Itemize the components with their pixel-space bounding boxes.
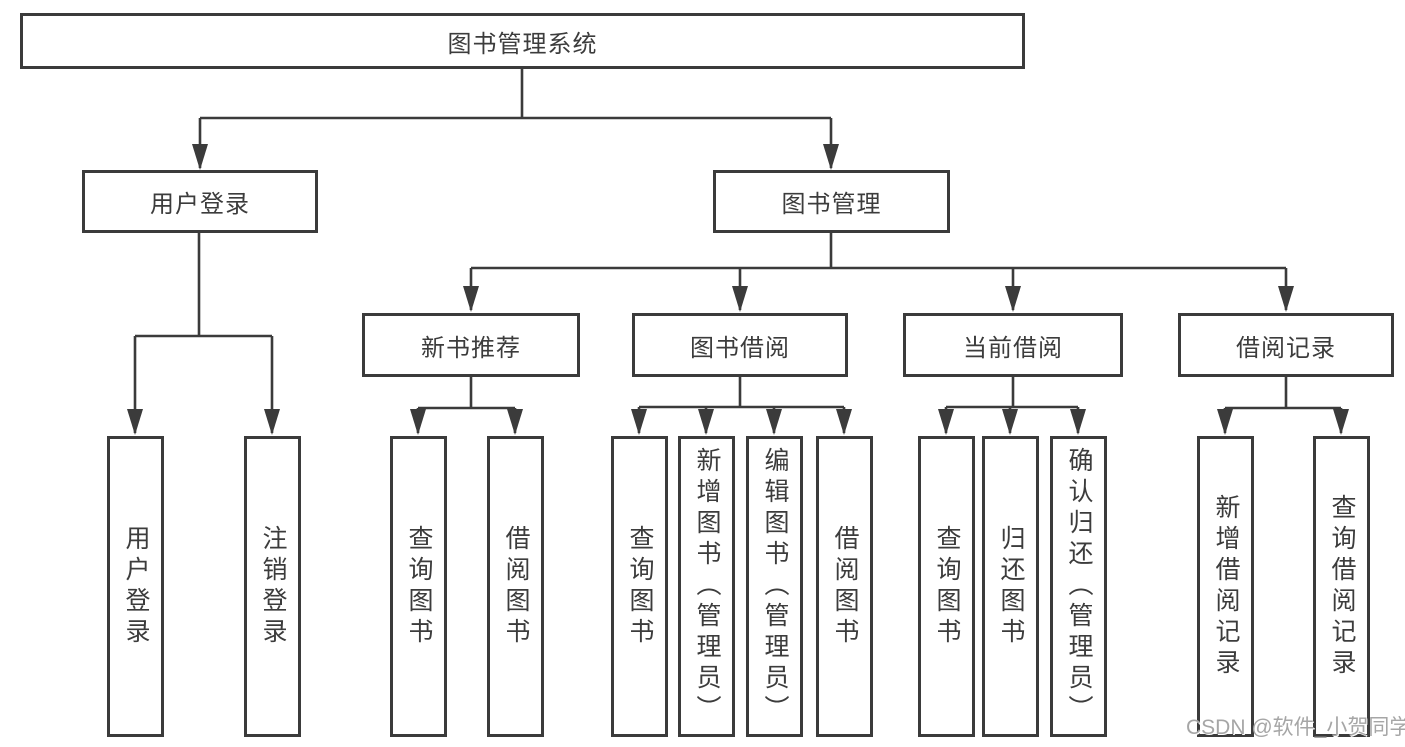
leaf-label: 确认归还（管理员）: [1065, 447, 1093, 726]
node-book-borrowing: 图书借阅: [632, 313, 848, 377]
leaf-label: 查询借阅记录: [1328, 493, 1356, 680]
node-label: 用户登录: [150, 191, 250, 218]
leaf-label: 注销登录: [259, 524, 287, 649]
leaf-label: 借阅图书: [831, 524, 859, 649]
leaf-query-borrow-record: 查询借阅记录: [1313, 436, 1370, 737]
node-label: 新书推荐: [421, 334, 521, 362]
node-label: 图书管理: [781, 191, 882, 218]
csdn-watermark: CSDN @软件_小贺同学: [1186, 716, 1405, 739]
leaf-borrow-books-recommend: 借阅图书: [487, 436, 544, 737]
node-current-borrowing: 当前借阅: [903, 313, 1123, 377]
arrowhead-icons: [127, 144, 1349, 435]
leaf-label: 归还图书: [997, 524, 1025, 649]
leaf-query-books-borrowing: 查询图书: [611, 436, 668, 737]
leaf-label: 借阅图书: [502, 524, 530, 649]
node-borrowing-records: 借阅记录: [1178, 313, 1394, 377]
leaf-label: 查询图书: [626, 524, 654, 649]
leaf-query-books-recommend: 查询图书: [390, 436, 447, 737]
leaf-edit-books-admin: 编辑图书（管理员）: [746, 436, 803, 737]
leaf-label: 用户登录: [122, 524, 150, 649]
node-library-management-system: 图书管理系统: [20, 13, 1025, 69]
leaf-borrow-books: 借阅图书: [816, 436, 873, 737]
leaf-add-books-admin: 新增图书（管理员）: [678, 436, 735, 737]
leaf-label: 新增借阅记录: [1212, 493, 1240, 680]
leaf-add-borrow-record: 新增借阅记录: [1197, 436, 1254, 737]
leaf-label: 编辑图书（管理员）: [761, 447, 789, 726]
node-book-management: 图书管理: [713, 170, 950, 233]
leaf-logout-login: 注销登录: [244, 436, 301, 737]
leaf-confirm-return-admin: 确认归还（管理员）: [1050, 436, 1107, 737]
node-label: 当前借阅: [963, 334, 1063, 362]
node-label: 图书管理系统: [447, 30, 598, 58]
leaf-label: 查询图书: [933, 524, 961, 649]
node-user-login: 用户登录: [82, 170, 318, 233]
node-new-book-recommendation: 新书推荐: [362, 313, 580, 377]
leaf-label: 查询图书: [405, 524, 433, 649]
node-label: 图书借阅: [690, 334, 790, 362]
leaf-return-books: 归还图书: [982, 436, 1039, 737]
node-label: 借阅记录: [1236, 334, 1336, 362]
leaf-user-login: 用户登录: [107, 436, 164, 737]
leaf-query-books-current: 查询图书: [918, 436, 975, 737]
leaf-label: 新增图书（管理员）: [693, 447, 721, 726]
